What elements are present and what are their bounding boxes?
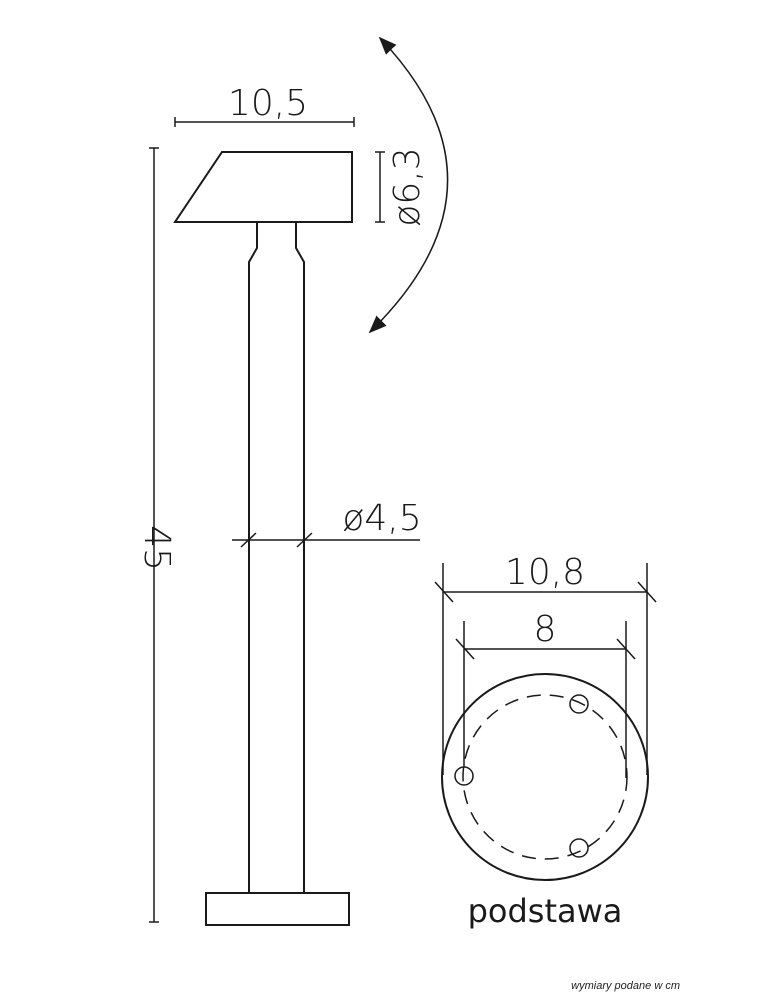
base-plate [205,892,350,926]
base-diameter-label: 10,8 [505,552,585,593]
height-dimension: 45 [136,147,177,923]
pole-diameter-label: ø4,5 [342,498,421,539]
units-footnote: wymiary podane w cm [571,980,680,992]
base-top-view [441,673,649,881]
lamp-pole [248,222,305,893]
head-diameter-label: ø6,3 [387,147,428,226]
head-width-dimension: 10,5 [174,83,355,127]
lamp-head [173,151,353,223]
mount-spacing-dimension: 8 [455,609,636,778]
mount-spacing-label: 8 [534,609,557,650]
mount-hole [569,838,589,858]
head-diameter-dimension: ø6,3 [375,147,428,227]
pole-diameter-dimension: ø4,5 [232,498,422,548]
mount-hole [569,694,589,714]
rotation-arrow-icon [368,36,449,334]
height-label: 45 [136,525,177,571]
head-width-label: 10,5 [228,83,308,124]
base-diameter-dimension: 10,8 [434,552,657,775]
base-label: podstawa [468,892,623,930]
